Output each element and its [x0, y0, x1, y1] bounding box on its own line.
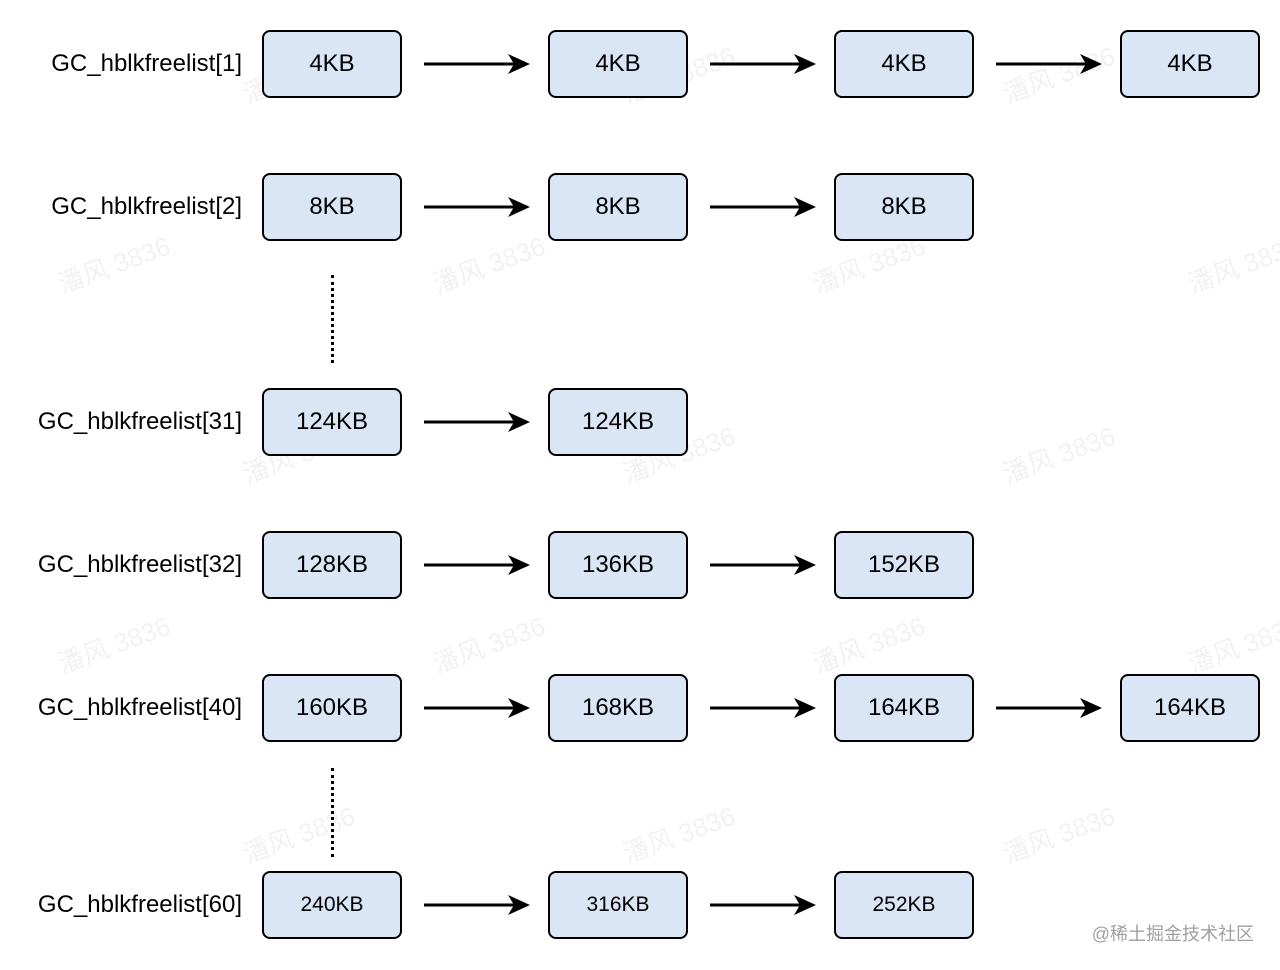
- heap-block: 316KB: [548, 871, 688, 939]
- heap-block: 8KB: [548, 173, 688, 241]
- freelist-label: GC_hblkfreelist[60]: [37, 891, 242, 918]
- heap-block: 4KB: [1120, 30, 1260, 98]
- freelist-label: GC_hblkfreelist[31]: [37, 408, 242, 435]
- freelist-label: GC_hblkfreelist[32]: [37, 551, 242, 578]
- watermark: 潘风 3836: [238, 800, 360, 870]
- heap-block: 4KB: [548, 30, 688, 98]
- freelist-label: GC_hblkfreelist[1]: [51, 50, 242, 77]
- site-credit: @稀土掘金技术社区: [1091, 924, 1254, 944]
- arrow-right-icon: [424, 895, 530, 915]
- arrow-right-icon: [424, 698, 530, 718]
- arrow-right-icon: [996, 698, 1102, 718]
- heap-block: 4KB: [834, 30, 974, 98]
- heap-block: 4KB: [262, 30, 402, 98]
- watermark: 潘风 3836: [808, 610, 930, 680]
- heap-block: 164KB: [1120, 674, 1260, 742]
- heap-block: 252KB: [834, 871, 974, 939]
- watermark: 潘风 3836: [618, 800, 740, 870]
- freelist-label: GC_hblkfreelist[40]: [37, 694, 242, 721]
- heap-block: 8KB: [834, 173, 974, 241]
- heap-block: 124KB: [548, 388, 688, 456]
- ellipsis-connector: [331, 768, 334, 857]
- arrow-right-icon: [710, 698, 816, 718]
- arrow-right-icon: [424, 555, 530, 575]
- heap-block: 152KB: [834, 531, 974, 599]
- watermark: 潘风 3836: [998, 800, 1120, 870]
- watermark: 潘风 3836: [1183, 610, 1280, 680]
- heap-block: 164KB: [834, 674, 974, 742]
- arrow-right-icon: [710, 555, 816, 575]
- heap-block: 8KB: [262, 173, 402, 241]
- arrow-right-icon: [710, 895, 816, 915]
- arrow-right-icon: [710, 54, 816, 74]
- arrow-right-icon: [424, 197, 530, 217]
- freelist-label: GC_hblkfreelist[2]: [51, 193, 242, 220]
- arrow-right-icon: [424, 412, 530, 432]
- arrow-right-icon: [996, 54, 1102, 74]
- arrow-right-icon: [710, 197, 816, 217]
- heap-block: 136KB: [548, 531, 688, 599]
- watermark: 潘风 3836: [428, 610, 550, 680]
- arrow-right-icon: [424, 54, 530, 74]
- watermark: 潘风 3836: [1183, 230, 1280, 300]
- watermark: 潘风 3836: [998, 420, 1120, 490]
- watermark: 潘风 3836: [53, 610, 175, 680]
- heap-block: 160KB: [262, 674, 402, 742]
- heap-block: 240KB: [262, 871, 402, 939]
- heap-block: 128KB: [262, 531, 402, 599]
- heap-block: 168KB: [548, 674, 688, 742]
- ellipsis-connector: [331, 275, 334, 363]
- heap-block: 124KB: [262, 388, 402, 456]
- watermark: 潘风 3836: [428, 230, 550, 300]
